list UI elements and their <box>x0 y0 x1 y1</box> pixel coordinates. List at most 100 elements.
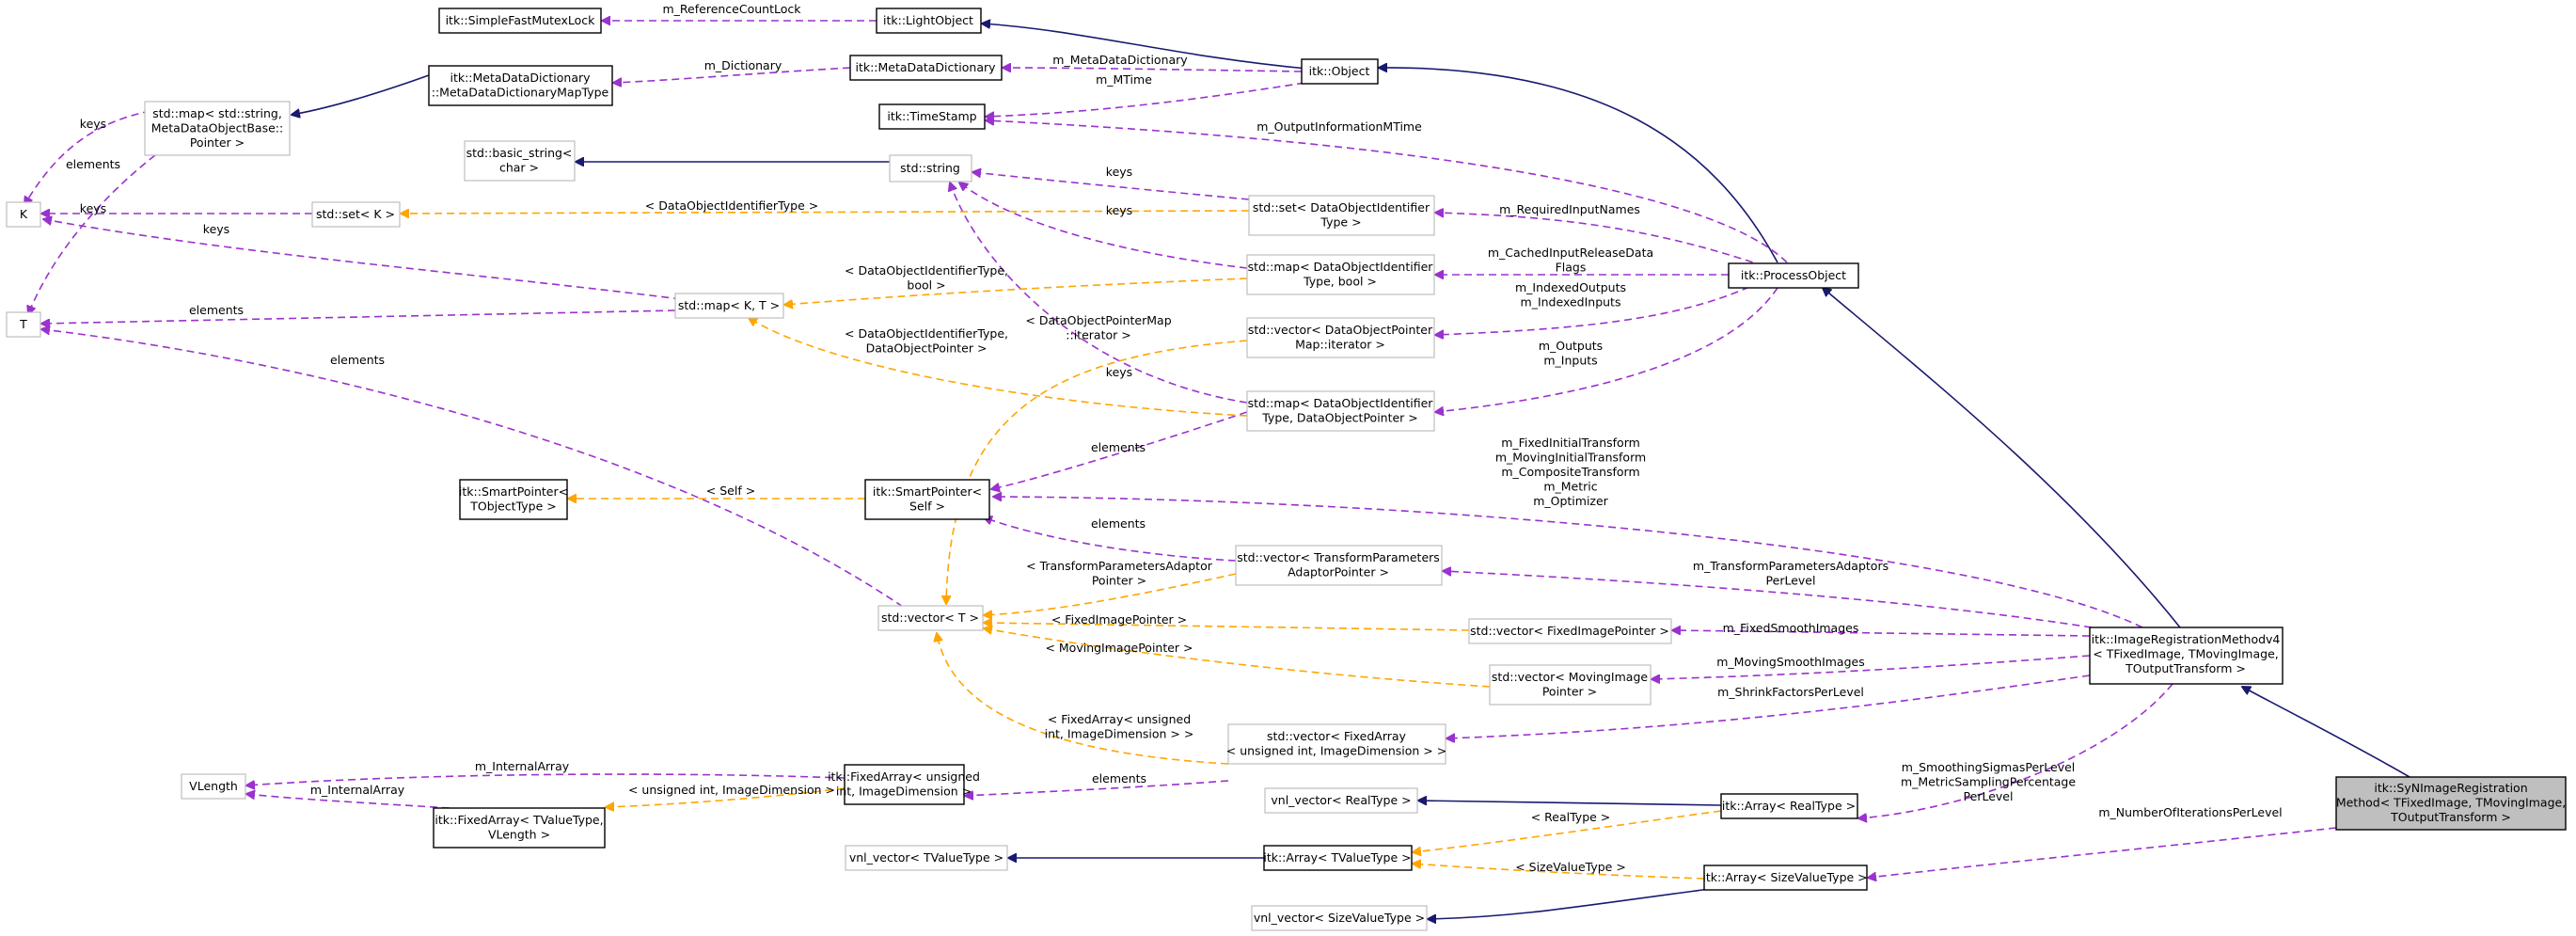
node-lightobject[interactable]: itk::LightObject <box>876 8 982 34</box>
text-line: elements <box>1092 771 1146 785</box>
text-line: Method< TFixedImage, TMovingImage, <box>2336 796 2566 810</box>
edge-setdoit-stdstring <box>972 172 1250 200</box>
svg-text:std::vector< FixedImagePointer: std::vector< FixedImagePointer > <box>1470 624 1669 638</box>
node-vlength[interactable]: VLength <box>181 773 246 800</box>
edge-mddmaptype-to-stdmapstring <box>292 74 430 115</box>
label-m-internalarray-2: m_InternalArray <box>310 783 405 797</box>
label-m-shrinkfactorsperlevel: m_ShrinkFactorsPerLevel <box>1717 685 1864 699</box>
label-sizevaluetype-tmpl: < SizeValueType > <box>1515 860 1626 874</box>
text-line: std::string <box>900 161 960 175</box>
text-line: itk::MetaDataDictionary <box>450 71 591 85</box>
node-K[interactable]: K <box>6 201 41 228</box>
text-line: elements <box>189 303 244 317</box>
node-smartpointerSelf[interactable]: itk::SmartPointer<Self > <box>864 479 990 520</box>
node-vecfip[interactable]: std::vector< FixedImagePointer > <box>1468 618 1672 644</box>
text-line: std::vector< FixedImagePointer > <box>1470 624 1669 638</box>
node-vecfixedarray[interactable]: std::vector< FixedArray< unsigned int, I… <box>1226 723 1446 765</box>
label-mip-tmpl: < MovingImagePointer > <box>1045 641 1193 655</box>
label-keys-stdmapKT: keys <box>203 222 229 236</box>
node-irmv4[interactable]: itk::ImageRegistrationMethodv4< TFixedIm… <box>2089 627 2284 685</box>
svg-text:std::map< DataObjectIdentifier: std::map< DataObjectIdentifierType, Data… <box>1248 396 1434 425</box>
node-stdstring[interactable]: std::string <box>889 154 972 182</box>
label-elements-stdvectorT: elements <box>330 353 385 367</box>
text-line: m_Metric <box>1543 480 1597 494</box>
node-vnlreal[interactable]: vnl_vector< RealType > <box>1264 787 1418 814</box>
svg-text:std::vector< DataObjectPointer: std::vector< DataObjectPointerMap::itera… <box>1248 323 1433 352</box>
node-arraytvalue[interactable]: itk::Array< TValueType > <box>1263 845 1413 871</box>
text-line: m_ShrinkFactorsPerLevel <box>1717 685 1864 699</box>
node-smartpointerT[interactable]: itk::SmartPointer<TObjectType > <box>459 479 568 520</box>
text-line: std::basic_string< <box>466 146 573 160</box>
node-metadatadictionary[interactable]: itk::MetaDataDictionary <box>849 55 1003 81</box>
text-line: < unsigned int, ImageDimension > > <box>1226 744 1446 758</box>
node-vnlsize[interactable]: vnl_vector< SizeValueType > <box>1251 905 1428 931</box>
label-m-movingsmoothimages: m_MovingSmoothImages <box>1716 655 1864 669</box>
edge-irmv4-smartpointerSelf <box>993 497 2143 628</box>
text-line: itk::ProcessObject <box>1741 268 1846 282</box>
text-line: m_MetaDataDictionary <box>1052 53 1188 67</box>
text-line: m_OutputInformationMTime <box>1256 119 1422 134</box>
node-mddmaptype[interactable]: itk::MetaDataDictionary::MetaDataDiction… <box>428 65 613 106</box>
label-m-dictionary: m_Dictionary <box>704 58 782 72</box>
text-line: std::vector< TransformParameters <box>1237 550 1440 564</box>
text-line: std::vector< T > <box>881 611 979 625</box>
node-stdmapstring[interactable]: std::map< std::string,MetaDataObjectBase… <box>144 101 291 156</box>
text-line: itk::Array< SizeValueType > <box>1702 870 1867 884</box>
text-line: < DataObjectIdentifierType, <box>845 326 1008 341</box>
label-doitbool-tmpl: < DataObjectIdentifierType,bool > <box>845 263 1008 293</box>
svg-text:std::map< K, T >: std::map< K, T > <box>678 298 780 312</box>
node-timestamp[interactable]: itk::TimeStamp <box>878 103 986 130</box>
text-line: keys <box>80 117 106 131</box>
node-object[interactable]: itk::Object <box>1301 58 1379 85</box>
node-processobject[interactable]: itk::ProcessObject <box>1728 262 1859 289</box>
text-line: m_IndexedInputs <box>1521 295 1621 309</box>
label-m-fixedsmoothimages: m_FixedSmoothImages <box>1723 621 1859 635</box>
label-elements-stdmapKT: elements <box>189 303 244 317</box>
text-line: itk::SyNImageRegistration <box>2374 781 2527 795</box>
edge-mapdoitbool-stdstring <box>959 182 1248 269</box>
text-line: ::iterator > <box>1066 328 1130 342</box>
node-stdvectorT[interactable]: std::vector< T > <box>877 605 984 631</box>
text-line: elements <box>66 157 120 171</box>
text-line: m_MovingInitialTransform <box>1495 451 1646 465</box>
text-line: m_ReferenceCountLock <box>663 2 802 16</box>
node-simplefastmutexlock[interactable]: itk::SimpleFastMutexLock <box>438 8 602 34</box>
label-elements-vectpap: elements <box>1091 516 1146 531</box>
node-vnltvalue[interactable]: vnl_vector< TValueType > <box>845 845 1008 871</box>
text-line: m_Dictionary <box>704 58 782 72</box>
text-line: VLength > <box>488 828 550 842</box>
edge-irmv4-arrayreal <box>1858 683 2173 818</box>
text-line: MetaDataObjectBase:: <box>151 121 283 135</box>
text-line: m_MTime <box>1096 72 1152 87</box>
node-stdsetK[interactable]: std::set< K > <box>311 201 401 228</box>
text-line: bool > <box>907 278 945 293</box>
svg-text:std::vector< FixedArray< unsig: std::vector< FixedArray< unsigned int, I… <box>1226 729 1446 758</box>
label-elements-vecfixedarray: elements <box>1092 771 1146 785</box>
svg-text:itk::SimpleFastMutexLock: itk::SimpleFastMutexLock <box>446 13 596 27</box>
text-line: Flags <box>1556 261 1587 275</box>
node-fixedarraytvalue[interactable]: itk::FixedArray< TValueType,VLength > <box>433 807 606 849</box>
edge-arraysize-to-vnlsize <box>1428 887 1718 919</box>
node-stdmapKT[interactable]: std::map< K, T > <box>674 293 784 319</box>
svg-text:itk::Array< RealType >: itk::Array< RealType > <box>1722 799 1856 813</box>
label-m-referencecountlock: m_ReferenceCountLock <box>663 2 802 16</box>
svg-text:std::vector< T >: std::vector< T > <box>881 611 979 625</box>
node-arraysize[interactable]: itk::Array< SizeValueType > <box>1702 865 1868 891</box>
node-basicstring[interactable]: std::basic_string<char > <box>464 140 576 182</box>
text-line: TOutputTransform > <box>2390 810 2511 824</box>
edge-vecfixedarray-fixedarrayuint <box>965 780 1229 796</box>
text-line: < unsigned int, ImageDimension > <box>628 783 835 797</box>
edge-irmv4-vectpap <box>1443 571 2093 628</box>
node-arrayreal[interactable]: itk::Array< RealType > <box>1720 793 1858 819</box>
node-T[interactable]: T <box>6 311 41 338</box>
text-line: < SizeValueType > <box>1515 860 1626 874</box>
